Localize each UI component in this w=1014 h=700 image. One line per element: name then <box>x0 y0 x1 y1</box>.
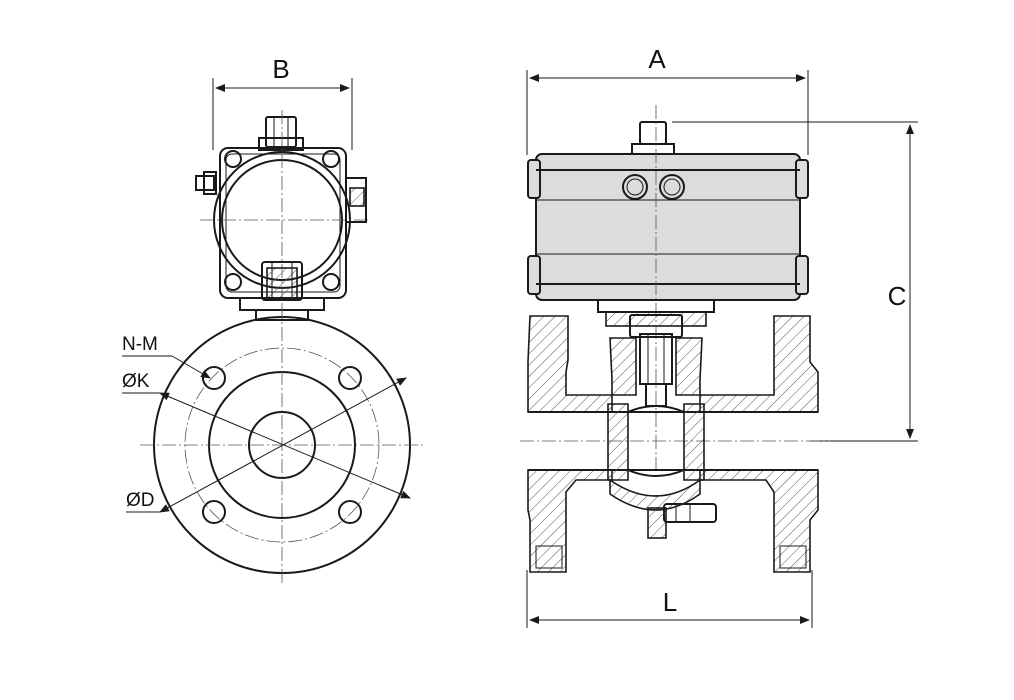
bolt-count-label: N-M <box>122 334 158 355</box>
bolt-circle-label: ØK <box>122 371 150 392</box>
dimension-l-label: L <box>663 587 677 617</box>
dimension-a-label: A <box>648 44 666 74</box>
actuator-top-view: B <box>195 54 370 321</box>
outer-diameter-label: ØD <box>126 490 155 511</box>
dimension-b-label: B <box>272 54 289 84</box>
valve-front-view: A C L <box>520 44 918 628</box>
dimension-c-label: C <box>888 281 907 311</box>
flange-end-view: N-M ØK ØD <box>122 305 425 585</box>
